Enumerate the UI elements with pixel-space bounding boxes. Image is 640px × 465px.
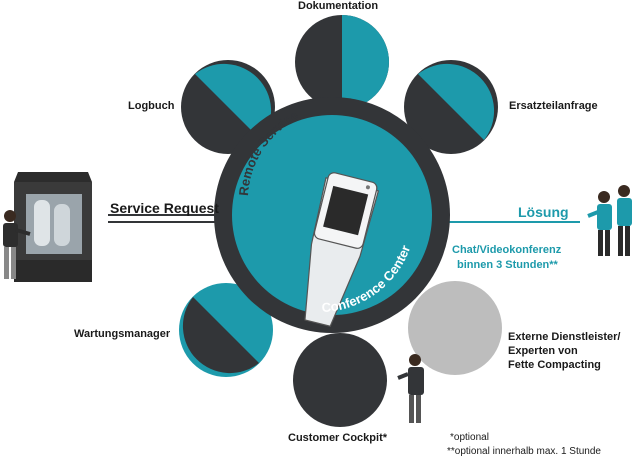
- label-binnen-3-stunden: binnen 3 Stunden**: [457, 259, 558, 271]
- node-wartungsmanager: [179, 283, 273, 377]
- node-customer-cockpit: [293, 333, 387, 427]
- operator-figure-left: [3, 210, 31, 279]
- label-logbuch: Logbuch: [128, 100, 175, 112]
- label-ersatzteilanfrage: Ersatzteilanfrage: [509, 100, 598, 112]
- label-loesung: Lösung: [518, 204, 569, 220]
- footnote-optional: *optional: [450, 432, 489, 443]
- node-dokumentation: [295, 15, 389, 109]
- label-wartungsmanager: Wartungsmanager: [74, 328, 171, 340]
- person-figure-bottom: [397, 354, 424, 423]
- expert-figure-1: [587, 191, 612, 256]
- machine-cabinet: [14, 172, 92, 282]
- label-externe-dienstleister: Externe Dienstleister/ Experten von Fett…: [508, 331, 621, 371]
- tablet-device: [304, 172, 380, 327]
- label-customer-cockpit: Customer Cockpit*: [288, 432, 388, 444]
- label-dokumentation: Dokumentation: [298, 0, 379, 12]
- footnote-optional-1h: **optional innerhalb max. 1 Stunde: [447, 446, 601, 457]
- expert-figure-2: [617, 185, 632, 256]
- label-service-request: Service Request: [110, 200, 219, 216]
- node-ersatzteilanfrage: [404, 60, 498, 154]
- label-chat-videokonferenz: Chat/Videokonferenz: [452, 244, 562, 256]
- node-externe-dienstleister: [408, 281, 502, 375]
